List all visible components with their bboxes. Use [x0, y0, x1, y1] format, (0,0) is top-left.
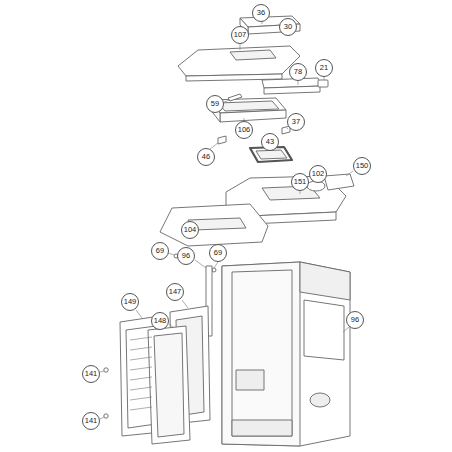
callout-number: 36 [252, 4, 270, 22]
callout-number: 141 [82, 412, 100, 430]
callout-number: 148 [151, 312, 169, 330]
callout-number: 107 [231, 26, 249, 44]
callout-number: 59 [206, 95, 224, 113]
callout-number: 43 [261, 133, 279, 151]
callout-number: 102 [309, 165, 327, 183]
callout-number: 151 [291, 173, 309, 191]
callout-number: 150 [353, 157, 371, 175]
callout-number: 147 [166, 283, 184, 301]
callout-number: 46 [197, 148, 215, 166]
callout-number: 96 [177, 247, 195, 265]
callout-number: 96 [346, 311, 364, 329]
callout-number: 37 [287, 113, 305, 131]
callout-number: 106 [235, 121, 253, 139]
callout-number: 69 [151, 242, 169, 260]
callout-number: 30 [279, 18, 297, 36]
callout-number: 149 [121, 293, 139, 311]
callout-number: 104 [181, 221, 199, 239]
callout-number: 69 [209, 244, 227, 262]
callout-number: 141 [82, 365, 100, 383]
callout-number: 21 [315, 59, 333, 77]
callout-number: 78 [289, 63, 307, 81]
